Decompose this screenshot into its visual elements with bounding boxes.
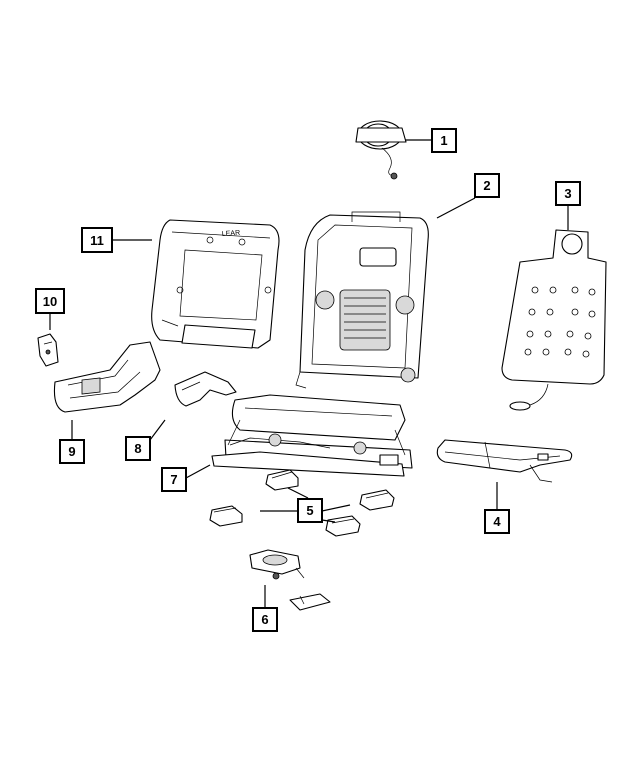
svg-text:3: 3 bbox=[564, 186, 571, 201]
callout-4: 4 bbox=[484, 509, 510, 534]
leader-5c bbox=[287, 487, 309, 499]
part-4-seat-pad bbox=[436, 439, 573, 483]
callout-8: 8 bbox=[125, 436, 151, 461]
callout-6: 6 bbox=[252, 607, 278, 632]
svg-text:8: 8 bbox=[134, 441, 141, 456]
leader-2 bbox=[436, 197, 476, 219]
rear-panel-stamp: LEAR bbox=[222, 230, 241, 238]
svg-text:11: 11 bbox=[90, 233, 104, 248]
callout-3: 3 bbox=[555, 181, 581, 206]
callout-2: 2 bbox=[474, 173, 500, 198]
callout-9: 9 bbox=[59, 439, 85, 464]
leader-5d bbox=[321, 519, 336, 523]
part-11-rear-panel: LEAR bbox=[151, 219, 280, 349]
svg-text:9: 9 bbox=[68, 444, 75, 459]
part-1-motor bbox=[355, 120, 407, 180]
svg-text:4: 4 bbox=[493, 514, 501, 529]
svg-text:6: 6 bbox=[261, 612, 268, 627]
leader-8 bbox=[149, 419, 166, 441]
part-9-seat-shield bbox=[53, 341, 161, 413]
part-3-seatback-pad bbox=[501, 229, 607, 411]
part-10-bezel bbox=[37, 333, 59, 367]
svg-text:10: 10 bbox=[43, 294, 57, 309]
svg-text:2: 2 bbox=[483, 178, 490, 193]
leader-5b bbox=[321, 504, 351, 512]
svg-text:1: 1 bbox=[440, 133, 447, 148]
part-8-side-panel bbox=[174, 371, 237, 407]
leader-7 bbox=[185, 464, 211, 479]
part-7-seat-frame bbox=[211, 394, 413, 477]
part-6-module bbox=[249, 549, 331, 611]
part-5-track-covers bbox=[209, 469, 395, 537]
callout-5: 5 bbox=[297, 498, 323, 523]
callout-11: 11 bbox=[81, 227, 113, 253]
svg-text:7: 7 bbox=[170, 472, 177, 487]
part-2-seatback-frame bbox=[295, 211, 429, 389]
callout-1: 1 bbox=[431, 128, 457, 153]
callout-10: 10 bbox=[35, 288, 65, 314]
svg-text:5: 5 bbox=[306, 503, 313, 518]
callout-7: 7 bbox=[161, 467, 187, 492]
